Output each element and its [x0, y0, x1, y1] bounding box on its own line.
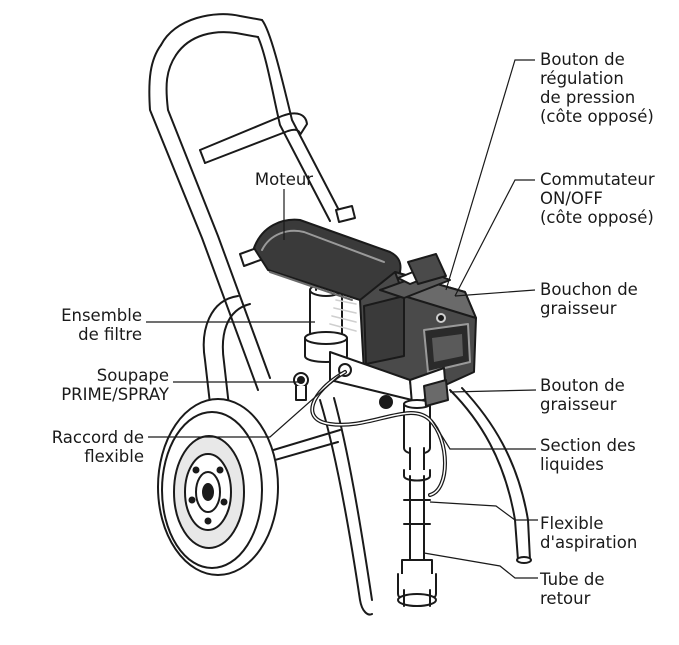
label-raccord-flexible: Raccord de flexible	[51, 428, 144, 466]
label-moteur: Moteur	[254, 170, 314, 189]
siphon-tube	[397, 475, 437, 607]
motor-housing	[253, 218, 402, 332]
label-bouton-regulation-pression: Bouton de régulation de pression (côte o…	[540, 50, 654, 126]
control-box	[359, 253, 477, 393]
label-bouton-graisseur: Bouton de graisseur	[540, 376, 625, 414]
label-tube-retour: Tube de retour	[540, 570, 605, 608]
label-soupape-prime-spray: Soupape PRIME/SPRAY	[61, 366, 169, 404]
label-ensemble-filtre: Ensemble de filtre	[61, 306, 142, 344]
label-flexible-aspiration: Flexible d'aspiration	[540, 514, 638, 552]
label-commutateur-on-off: Commutateur ON/OFF (côte opposé)	[540, 170, 655, 227]
wheel	[157, 398, 279, 576]
leader-lines	[146, 59, 538, 579]
label-bouchon-graisseur: Bouchon de graisseur	[540, 280, 638, 318]
label-section-liquides: Section des liquides	[540, 436, 636, 474]
